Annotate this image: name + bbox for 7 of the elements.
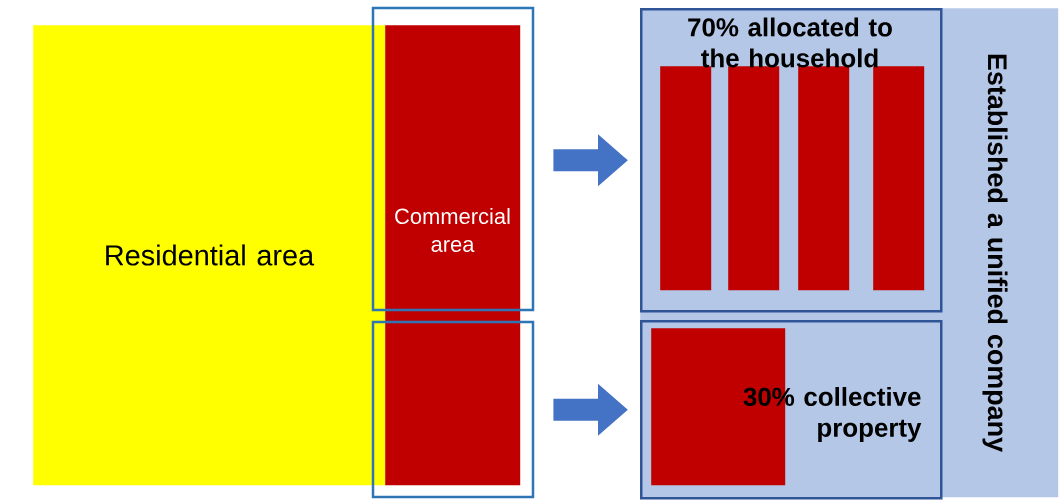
area-block: Residential area bbox=[33, 25, 386, 486]
share-panel: 70% allocated to the household bbox=[640, 8, 943, 313]
plot-bar bbox=[660, 66, 712, 291]
plot-bar bbox=[798, 66, 850, 291]
plot-bar bbox=[728, 66, 780, 291]
area-block: Commercial area bbox=[385, 25, 521, 486]
plot-bar bbox=[873, 66, 925, 291]
